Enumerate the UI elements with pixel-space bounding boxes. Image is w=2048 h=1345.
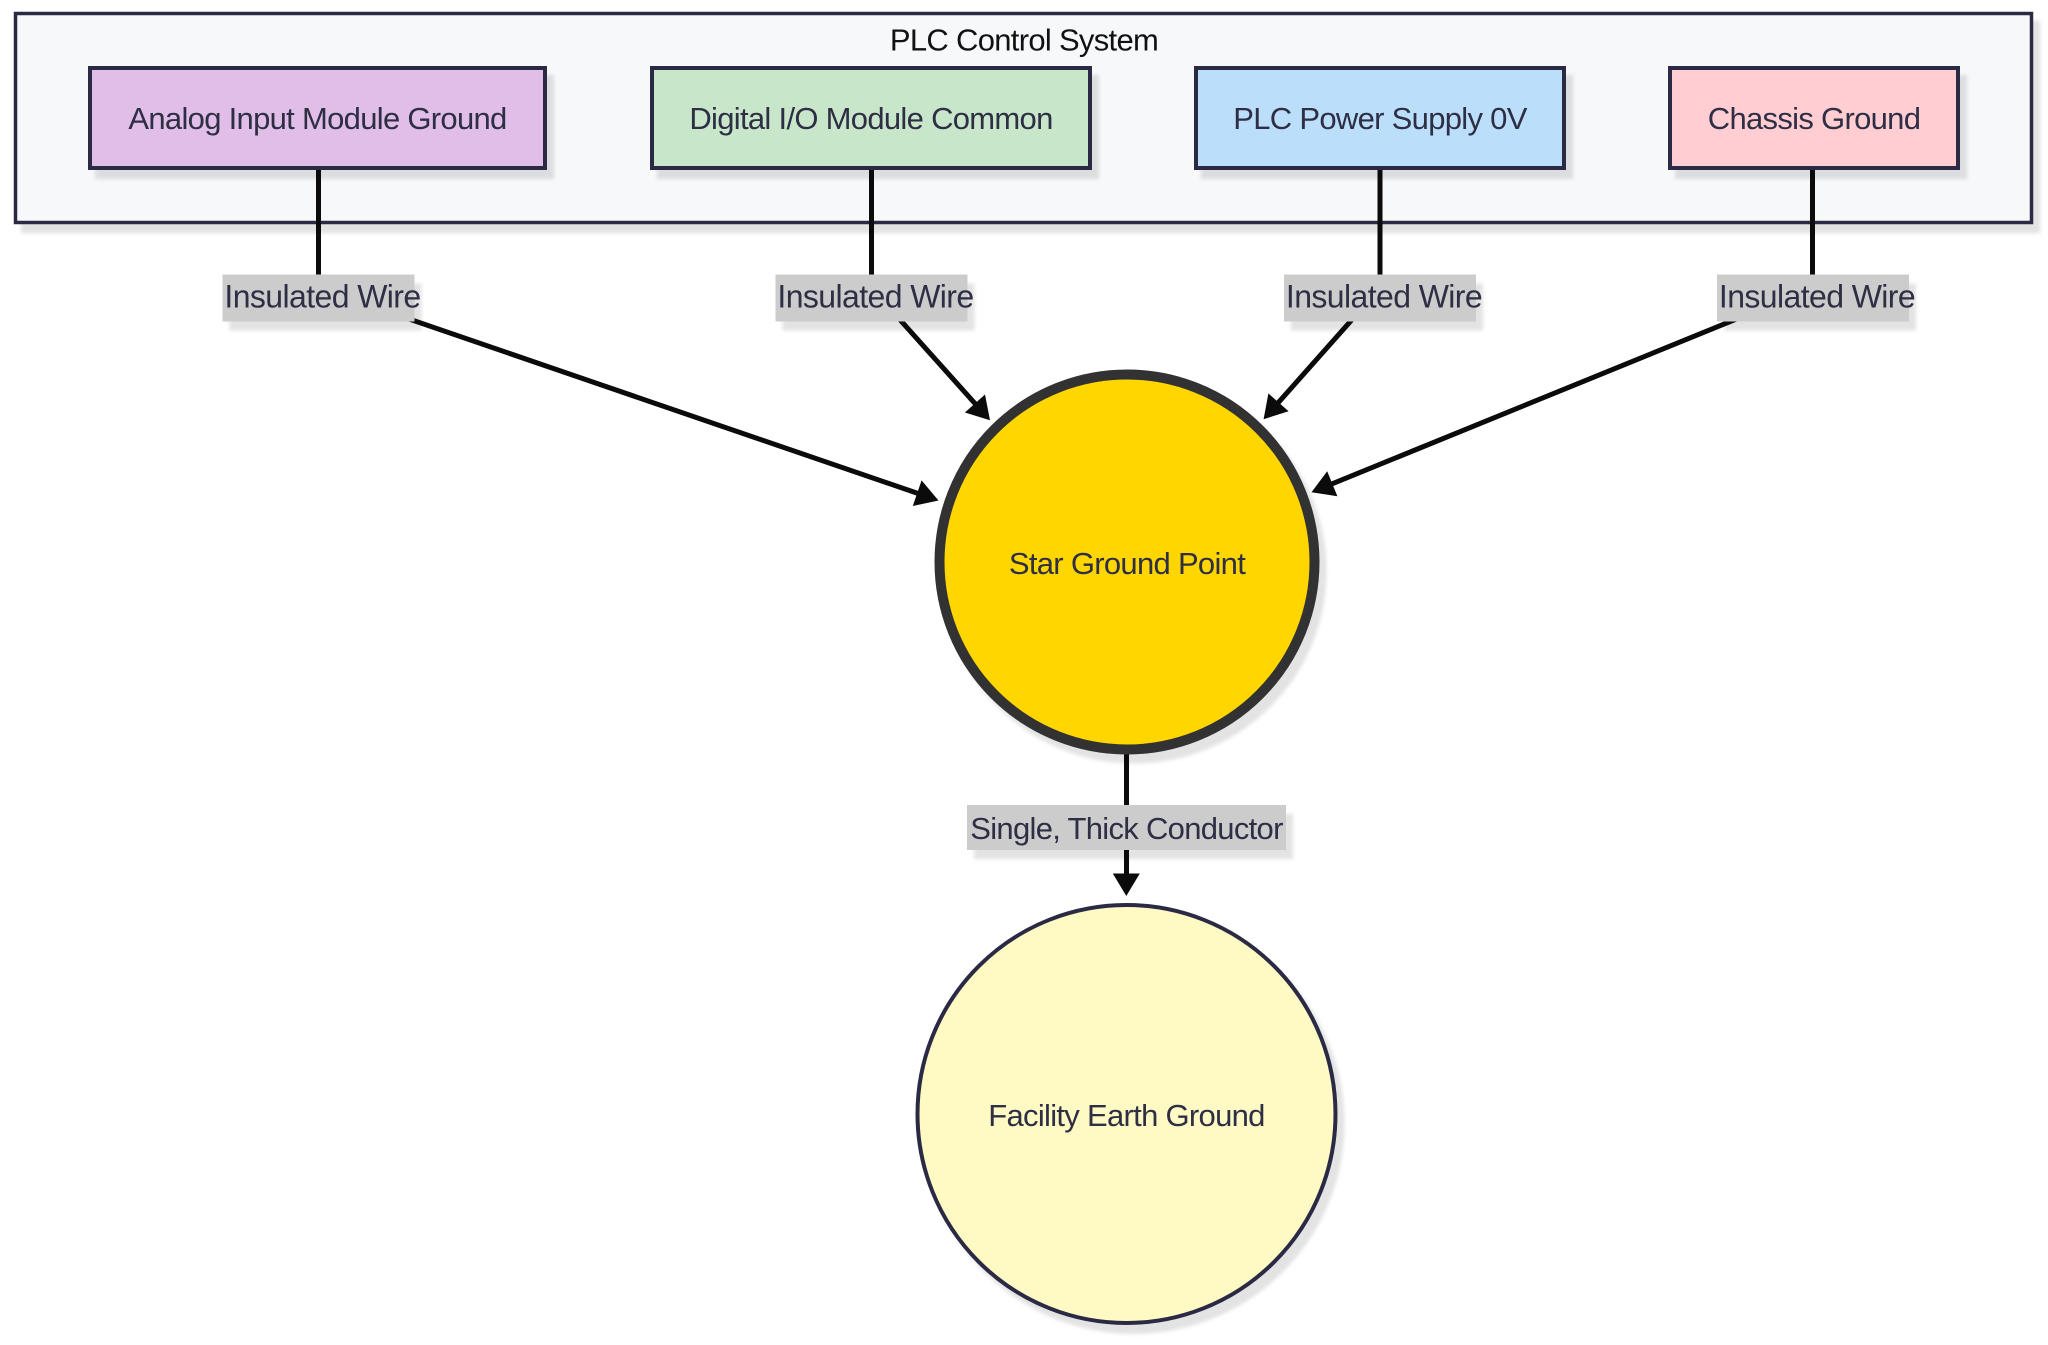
svg-text:PLC Control System: PLC Control System <box>890 23 1158 58</box>
svg-text:Star Ground Point: Star Ground Point <box>1009 546 1246 581</box>
svg-text:Insulated Wire: Insulated Wire <box>1719 279 1915 315</box>
svg-text:PLC Power Supply 0V: PLC Power Supply 0V <box>1233 101 1527 136</box>
svg-text:Analog Input Module Ground: Analog Input Module Ground <box>128 101 506 136</box>
svg-text:Digital I/O Module Common: Digital I/O Module Common <box>689 101 1052 136</box>
svg-text:Facility Earth Ground: Facility Earth Ground <box>988 1098 1264 1133</box>
svg-text:Chassis Ground: Chassis Ground <box>1708 101 1920 136</box>
svg-text:Insulated Wire: Insulated Wire <box>1286 279 1482 315</box>
svg-text:Single, Thick Conductor: Single, Thick Conductor <box>970 811 1283 846</box>
svg-text:Insulated Wire: Insulated Wire <box>777 279 973 315</box>
svg-text:Insulated Wire: Insulated Wire <box>224 279 420 315</box>
